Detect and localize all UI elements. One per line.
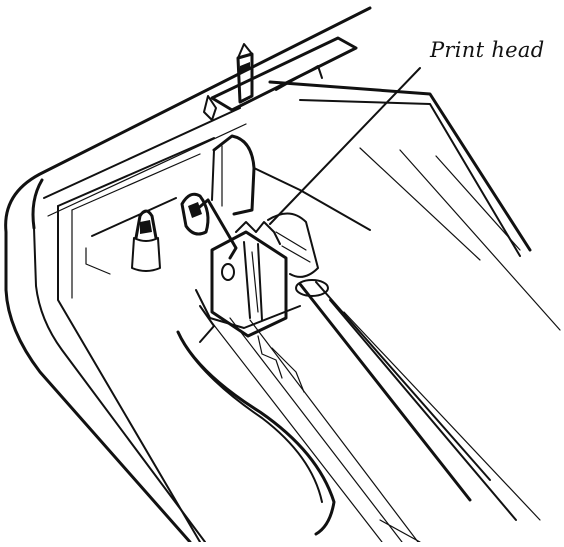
print-head-leader-line — [269, 67, 421, 225]
paper-tray — [203, 36, 561, 331]
printer-case — [4, 6, 372, 544]
carriage-rails — [209, 279, 541, 543]
print-head-label: Print head — [430, 38, 545, 62]
printer-well — [57, 137, 215, 543]
ribbon-spindle — [131, 209, 161, 272]
ribbon-cable — [176, 330, 336, 536]
print-head — [180, 192, 319, 343]
release-lever — [236, 43, 254, 104]
platen-roller — [211, 134, 371, 231]
